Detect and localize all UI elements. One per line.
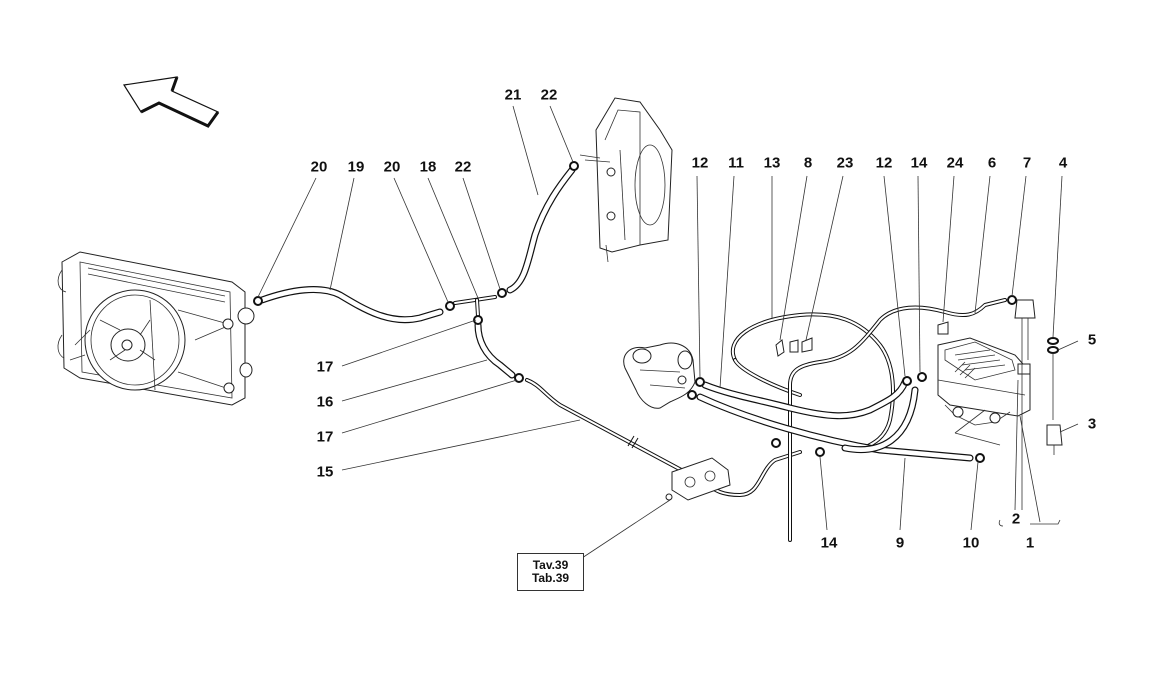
hose-bracket [665,457,731,501]
callout-17: 17 [316,358,334,376]
thermostat-housing [623,342,696,409]
callout-23: 23 [836,154,854,172]
tank-cap [1014,299,1036,510]
tank-mount-hardware [1046,337,1063,455]
callout-14: 14 [910,154,928,172]
clips [775,321,949,357]
hose-21 [506,166,576,294]
callout-5: 5 [1087,331,1097,349]
table-reference-box[interactable]: Tav.39 Tab.39 [517,553,584,591]
tee-fitting-18 [453,295,497,318]
callout-14: 14 [820,534,838,552]
reference-line-2: Tab.39 [531,571,570,585]
callout-4: 4 [1058,154,1068,172]
callout-1: 1 [1025,534,1035,552]
leader-lines [257,105,1079,559]
hose-16 [474,321,516,379]
callout-7: 7 [1022,154,1032,172]
radiator-fan-assembly [57,251,255,406]
pipe-15 [525,378,802,497]
callout-8: 8 [803,154,813,172]
reference-line-1: Tav.39 [532,558,569,572]
callout-13: 13 [763,154,781,172]
callout-15: 15 [316,463,334,481]
callout-20: 20 [310,158,328,176]
hose-9 [696,386,974,462]
hose-clamps [253,161,1017,463]
direction-arrow-icon [123,76,220,128]
callout-22: 22 [454,158,472,176]
callout-24: 24 [946,154,964,172]
callout-20: 20 [383,158,401,176]
hose-6 [788,298,1007,542]
callout-16: 16 [316,393,334,411]
callout-12: 12 [691,154,709,172]
callout-3: 3 [1087,415,1097,433]
callout-10: 10 [962,534,980,552]
hose-19 [258,286,444,324]
callout-22: 22 [540,86,558,104]
callout-12: 12 [875,154,893,172]
expansion-tank [937,337,1031,426]
callout-6: 6 [987,154,997,172]
callout-18: 18 [419,158,437,176]
callout-2: 2 [1011,510,1021,528]
auxiliary-radiator [579,97,673,263]
hose-11 [701,378,909,420]
callout-9: 9 [895,534,905,552]
callout-11: 11 [728,154,744,172]
callout-17: 17 [316,428,334,446]
callout-19: 19 [347,158,365,176]
callout-21: 21 [504,86,522,104]
